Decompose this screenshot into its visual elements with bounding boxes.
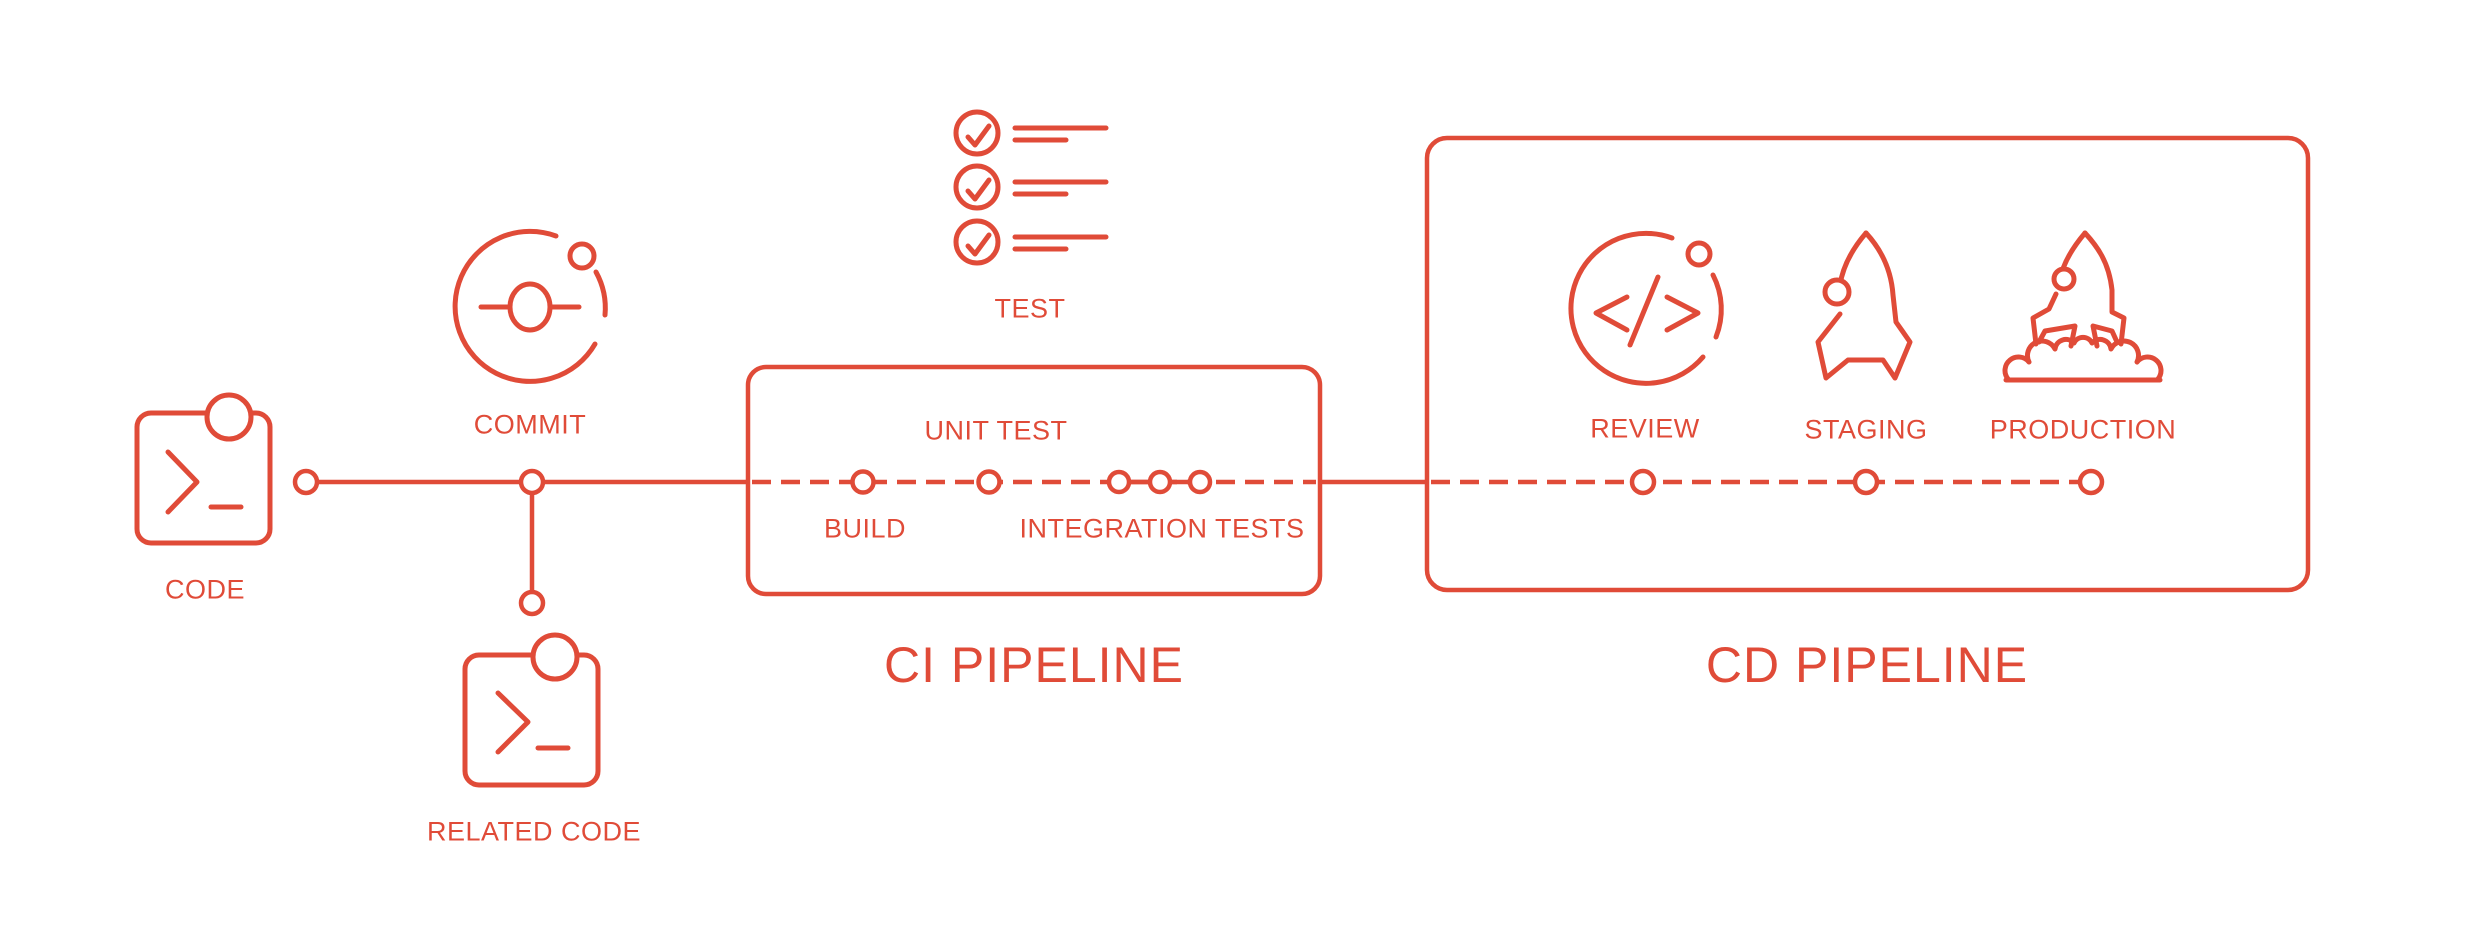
- test-checklist-icon: [953, 109, 1109, 266]
- related-code-terminal-icon: [462, 632, 601, 788]
- node-review: [1629, 468, 1657, 496]
- review-code-orbit-icon: [1568, 230, 1724, 386]
- unit-test-label: UNIT TEST: [924, 415, 1068, 446]
- node-staging: [1852, 468, 1880, 496]
- commit-label: COMMIT: [473, 409, 587, 440]
- build-label: BUILD: [823, 513, 907, 544]
- node-commit: [518, 468, 546, 496]
- node-build: [850, 469, 876, 495]
- staging-rocket-icon: [1815, 230, 1913, 381]
- node-production: [2077, 468, 2105, 496]
- node-integration-3: [1187, 469, 1213, 495]
- code-label: CODE: [164, 574, 246, 605]
- integration-tests-label: INTEGRATION TESTS: [1019, 513, 1305, 544]
- ci-pipeline-title: CI PIPELINE: [884, 637, 1184, 693]
- code-terminal-icon: [134, 392, 273, 546]
- node-unit-test: [976, 469, 1002, 495]
- node-code: [292, 468, 320, 496]
- timeline-nodes: [292, 468, 2105, 617]
- production-rocket-launch-icon: [2002, 230, 2164, 383]
- node-integration-1: [1106, 469, 1132, 495]
- cd-pipeline-title: CD PIPELINE: [1705, 637, 2029, 693]
- commit-orbit-icon: [452, 228, 608, 384]
- node-integration-2: [1147, 469, 1173, 495]
- node-related-code: [518, 589, 546, 617]
- review-label: REVIEW: [1590, 413, 1700, 444]
- related-code-label: RELATED CODE: [426, 816, 642, 847]
- test-label: TEST: [994, 293, 1066, 324]
- cd-pipeline-box: [1424, 135, 2311, 593]
- production-label: PRODUCTION: [1989, 414, 2177, 445]
- ci-pipeline-box: [745, 364, 1323, 597]
- staging-label: STAGING: [1804, 414, 1928, 445]
